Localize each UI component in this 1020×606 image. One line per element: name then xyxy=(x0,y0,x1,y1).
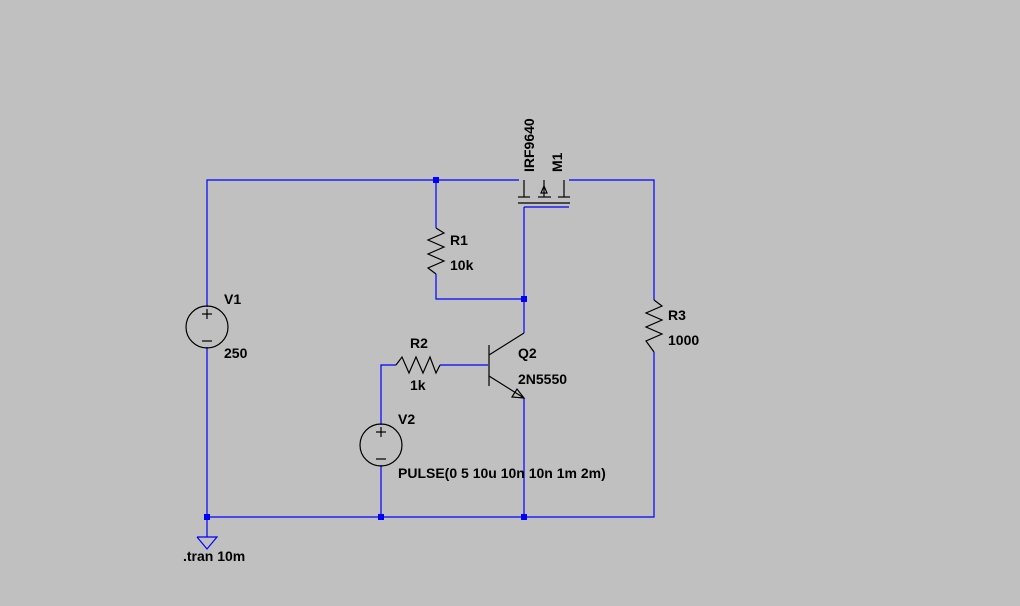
r3-symbol xyxy=(644,299,664,353)
m1-name: M1 xyxy=(549,152,565,172)
r1-name: R1 xyxy=(450,232,468,248)
m1-arrow xyxy=(540,184,548,194)
voltage-source-v2[interactable]: V2 PULSE(0 5 10u 10n 10n 1m 2m) xyxy=(359,411,606,481)
wire-bottom[interactable] xyxy=(207,352,655,518)
v1-name: V1 xyxy=(224,291,241,307)
q2-collector xyxy=(488,332,525,356)
voltage-source-v1[interactable]: V1 250 xyxy=(185,291,248,361)
ground-symbol[interactable] xyxy=(196,536,219,550)
q2-value: 2N5550 xyxy=(518,371,567,387)
junction-dot xyxy=(521,514,527,520)
r3-value: 1000 xyxy=(668,332,699,348)
transistor-q2[interactable]: Q2 2N5550 xyxy=(488,332,567,399)
v1-value: 250 xyxy=(224,345,248,361)
v2-name: V2 xyxy=(398,411,415,427)
r2-name: R2 xyxy=(410,335,428,351)
ground-icon xyxy=(196,536,219,550)
junction-dot xyxy=(378,514,384,520)
v1-symbol xyxy=(185,305,229,349)
junctions xyxy=(204,177,527,520)
resistor-r3[interactable]: R3 1000 xyxy=(644,299,699,353)
v2-value: PULSE(0 5 10u 10n 10n 1m 2m) xyxy=(398,465,606,481)
m1-value: IRF9640 xyxy=(521,118,537,172)
r2-value: 1k xyxy=(410,377,426,393)
mosfet-m1[interactable]: IRF9640 M1 xyxy=(518,118,570,204)
resistor-r2[interactable]: R2 1k xyxy=(395,335,441,393)
q2-name: Q2 xyxy=(518,345,537,361)
wire-r1-bottom[interactable] xyxy=(435,274,524,300)
q2-emitter xyxy=(488,375,525,399)
wires xyxy=(206,179,655,537)
q2-emitter-arrow xyxy=(510,387,526,399)
r1-symbol xyxy=(426,227,446,275)
r1-value: 10k xyxy=(450,257,474,273)
r3-name: R3 xyxy=(668,307,686,323)
spice-directive[interactable]: .tran 10m xyxy=(183,548,245,564)
junction-dot xyxy=(204,514,210,520)
wire-top-right[interactable] xyxy=(569,179,655,300)
resistor-r1[interactable]: R1 10k xyxy=(426,227,474,275)
v2-symbol xyxy=(359,423,403,467)
junction-dot xyxy=(521,296,527,302)
wire-v2-top[interactable] xyxy=(380,364,396,425)
junction-dot xyxy=(433,177,439,183)
wire-top-left[interactable] xyxy=(206,179,519,307)
r2-symbol xyxy=(395,355,441,375)
